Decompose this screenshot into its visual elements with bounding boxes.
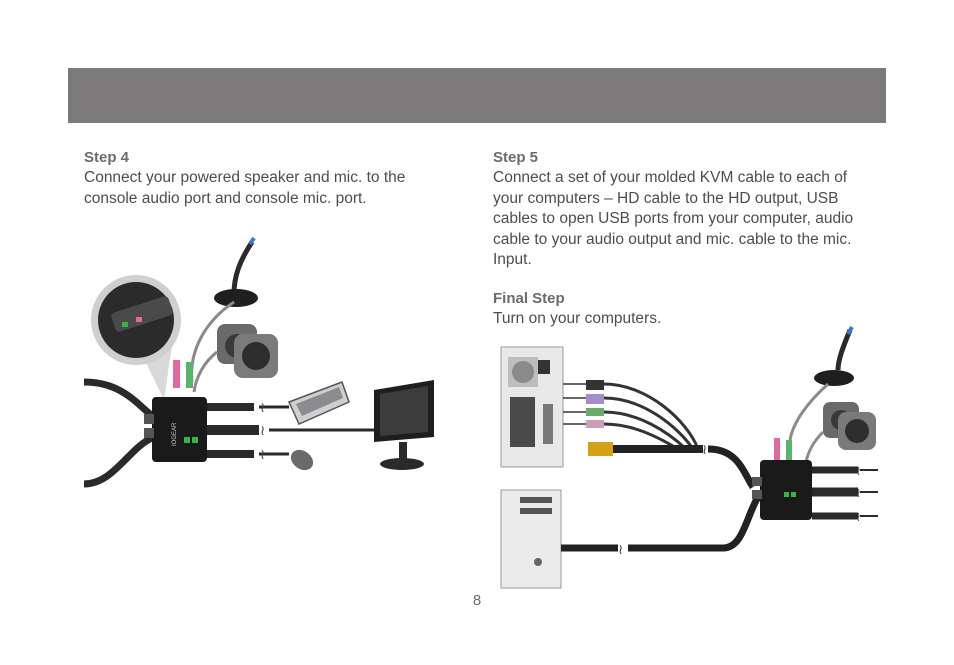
svg-text:≀: ≀	[856, 463, 861, 478]
svg-text:≀: ≀	[260, 422, 265, 438]
svg-text:≀: ≀	[702, 441, 707, 457]
ps2-plug-purple	[586, 394, 604, 404]
kvm-brand-label: IOGEAR	[172, 422, 178, 446]
step4-section: Step 4 Connect your powered speaker and …	[84, 148, 444, 209]
mouse-icon	[290, 449, 314, 471]
mic-plug	[173, 360, 180, 388]
computer-tower-front-icon	[500, 489, 562, 589]
step4-body: Connect your powered speaker and mic. to…	[84, 169, 406, 207]
header-band	[68, 68, 886, 123]
step4-title: Step 4	[84, 149, 130, 166]
computer-tower-rear-icon	[500, 346, 564, 468]
mic-plug	[774, 438, 780, 462]
kvm-switch: IOGEAR	[144, 397, 207, 462]
keyboard-icon	[287, 381, 350, 425]
green-plug	[586, 408, 604, 416]
svg-text:≀: ≀	[856, 485, 861, 500]
hd-plug	[588, 442, 613, 456]
step5-title: Step 5	[493, 149, 539, 166]
cable-left-bottom	[84, 433, 156, 488]
monitor-icon	[374, 380, 434, 470]
final-step-illustration: ≀ ≀ ≀ ≀ ≀	[500, 326, 878, 589]
page-number: 8	[472, 592, 482, 609]
svg-text:≀: ≀	[618, 541, 623, 557]
microphone-icon	[190, 236, 258, 383]
step5-body: Connect a set of your molded KVM cable t…	[493, 169, 854, 268]
audio-plug	[786, 440, 792, 462]
final-step-section: Final Step Turn on your computers.	[493, 289, 877, 330]
speaker-icon	[192, 324, 278, 393]
final-step-body: Turn on your computers.	[493, 310, 662, 327]
usb-plug	[586, 380, 604, 390]
speaker-icon	[804, 402, 876, 463]
svg-text:≀: ≀	[260, 446, 265, 462]
step5-section: Step 5 Connect a set of your molded KVM …	[493, 148, 877, 271]
svg-text:≀: ≀	[260, 399, 265, 415]
cable-left-top	[84, 378, 157, 420]
pink-plug	[586, 420, 604, 428]
microphone-icon	[788, 326, 854, 441]
port-zoom-callout	[91, 275, 181, 400]
kvm-switch	[752, 460, 812, 520]
audio-plug	[186, 362, 193, 388]
svg-text:≀: ≀	[856, 509, 861, 524]
step4-illustration: IOGEAR ≀ ≀ ≀	[84, 236, 434, 488]
final-step-title: Final Step	[493, 290, 565, 307]
